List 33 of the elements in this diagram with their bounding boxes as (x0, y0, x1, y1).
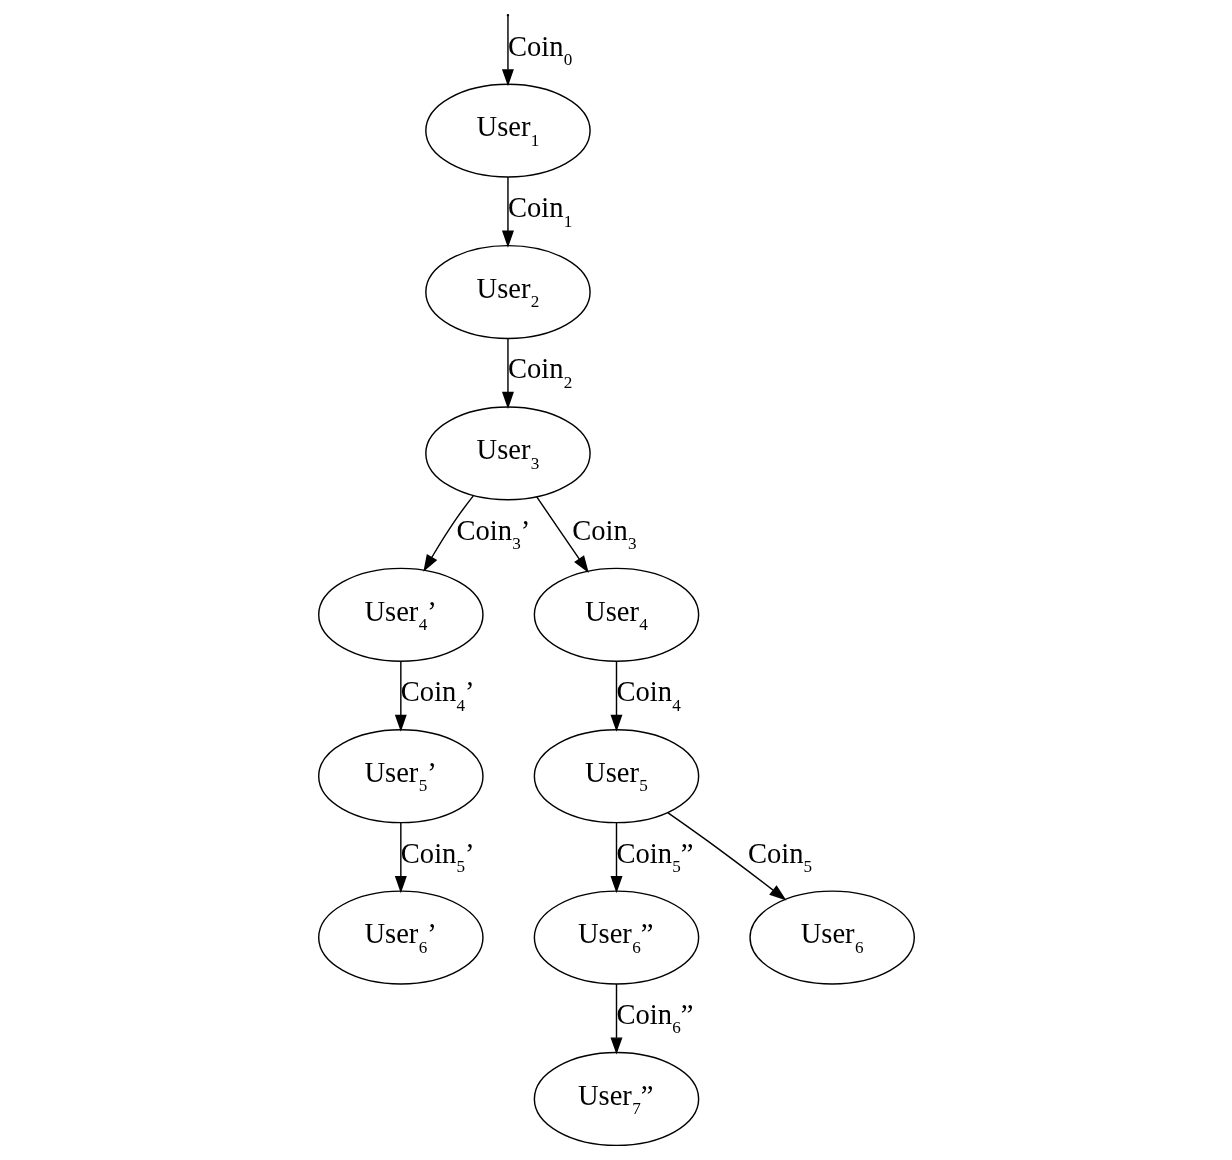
node-ellipse: User$_{1}$ (424, 83, 591, 178)
edge-label: Coin$_{0}$ (507, 30, 572, 70)
arrow (501, 176, 514, 248)
edge-label: Coin$_{5}$’ (400, 837, 475, 877)
arrow (610, 983, 622, 1055)
node-ellipse: User$_{5}$ (533, 729, 699, 824)
edge-label: Coin$_{1}$ (507, 192, 572, 231)
node-ellipse: User$_{6}$” (533, 890, 699, 985)
arrow (666, 812, 786, 901)
node-ellipse: User$_{7}$” (533, 1051, 699, 1147)
arrow (610, 821, 622, 894)
node-ellipse: User$_{2}$ (424, 244, 591, 340)
node-ellipse: User$_{6}$ (748, 890, 915, 985)
edge-label: Coin$_{5}$” (616, 837, 693, 877)
arrow (394, 821, 407, 894)
edge-label: Coin$_{4}$’ (400, 676, 475, 715)
node-ellipse: User$_{4}$’ (317, 567, 484, 662)
arrow (501, 15, 514, 87)
arrow (501, 337, 514, 409)
edge-label: Coin$_{5}$ (747, 837, 812, 877)
edge-label: Coin$_{3}$’ (456, 514, 530, 554)
arrow (610, 660, 622, 732)
edge-label: Coin$_{3}$ (571, 514, 636, 554)
node-ellipse: User$_{6}$’ (317, 890, 484, 985)
arrow (535, 496, 589, 573)
node-ellipse: User$_{5}$’ (317, 729, 484, 824)
edge-label: Coin$_{6}$” (616, 998, 693, 1038)
edge-label: Coin$_{4}$ (616, 676, 681, 715)
node-ellipse: User$_{4}$ (533, 567, 699, 662)
arrow (422, 495, 474, 572)
arrow (394, 660, 407, 732)
edge-label: Coin$_{2}$ (507, 353, 572, 392)
node-ellipse: User$_{3}$ (424, 406, 591, 501)
